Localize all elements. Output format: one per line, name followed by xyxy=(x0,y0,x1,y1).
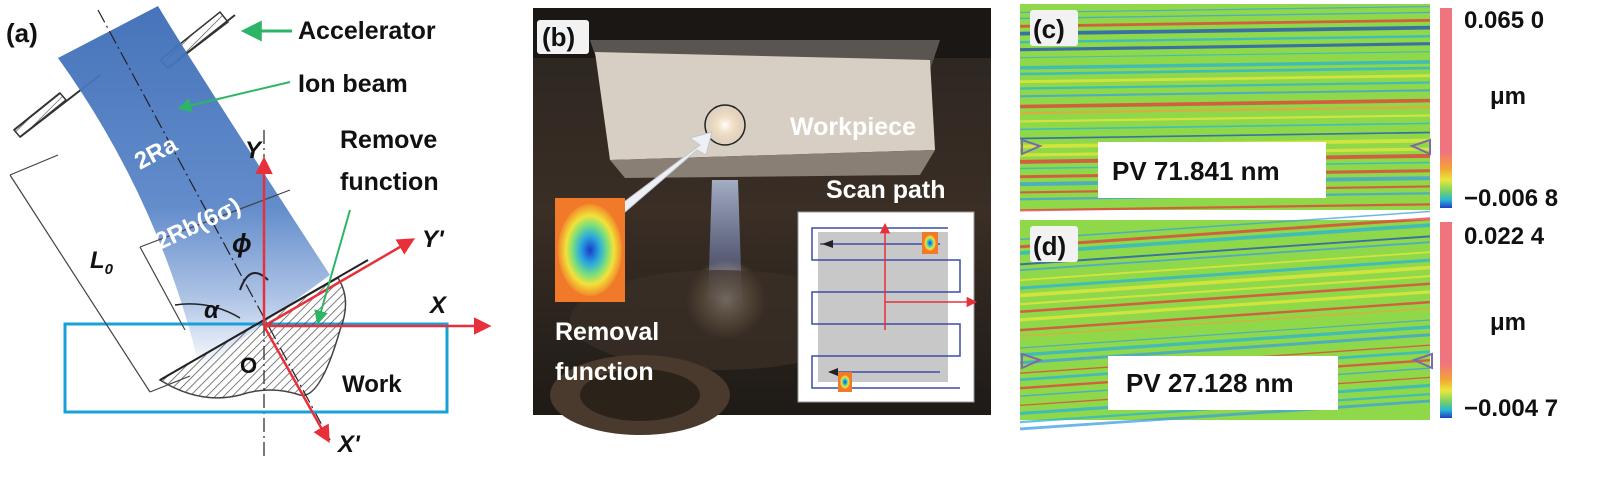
panel-d-pv: PV 27.128 nm xyxy=(1126,368,1294,398)
surface-stripe xyxy=(1019,319,1431,349)
surface-stripe xyxy=(1019,251,1431,282)
panel-c: (c) PV 71.841 nm 0.065 0 μm −0.006 8 xyxy=(1019,4,1558,212)
surface-stripe xyxy=(1019,66,1431,76)
panel-d-scale-max: 0.022 4 xyxy=(1464,223,1545,250)
workpiece-plate xyxy=(595,52,935,160)
x-prime-arrow xyxy=(262,325,330,444)
x-axis-label: X xyxy=(428,292,448,319)
surface-stripe xyxy=(1019,114,1431,123)
surface-stripe xyxy=(1019,34,1431,44)
panel-d-scale-min: −0.004 7 xyxy=(1464,395,1558,422)
surface-stripe xyxy=(1019,18,1431,28)
surface-stripe xyxy=(1019,42,1431,52)
scan-path-inset xyxy=(797,211,978,403)
surface-stripe xyxy=(1019,105,1431,115)
ion-beam-label: Ion beam xyxy=(298,70,408,98)
panel-a: (a) xyxy=(6,6,492,460)
panel-c-unit: μm xyxy=(1490,83,1526,110)
scan-path-label: Scan path xyxy=(826,176,945,204)
y-axis-label: Y xyxy=(245,137,263,164)
panel-a-tag: (a) xyxy=(6,18,38,48)
pointer-arrow xyxy=(619,131,713,213)
panel-b: Removal function (b) (b) Workpiece Scan … xyxy=(533,8,991,435)
surface-stripe xyxy=(1019,74,1431,84)
remove-function-region xyxy=(158,276,347,399)
surface-stripe xyxy=(1019,98,1431,109)
beam-axis-line xyxy=(97,9,331,441)
surface-stripe xyxy=(1019,210,1431,241)
surface-stripe xyxy=(1019,51,1431,59)
surface-stripe xyxy=(1019,203,1431,212)
panel-c-pv: PV 71.841 nm xyxy=(1112,156,1280,186)
surface-stripe xyxy=(1019,300,1431,332)
surface-stripe xyxy=(1019,282,1431,314)
panel-c-scale-max: 0.065 0 xyxy=(1464,7,1544,34)
surface-stripe xyxy=(1019,275,1431,306)
surface-stripe xyxy=(1019,333,1431,365)
surface-stripe xyxy=(1019,11,1431,20)
remove-function-label-1: Remove xyxy=(340,126,437,154)
l0-label: L0 xyxy=(90,247,114,278)
surface-stripe xyxy=(1019,131,1431,140)
surface-stripe xyxy=(1019,290,1431,322)
accelerator-label: Accelerator xyxy=(298,17,436,45)
work-label: Work xyxy=(342,371,402,398)
panel-b-tag-text: (b) xyxy=(542,22,575,52)
x-prime-label: X' xyxy=(336,431,361,458)
panel-c-tag: (c) xyxy=(1033,14,1065,44)
surface-stripe xyxy=(1019,265,1431,298)
surface-stripe xyxy=(1019,325,1431,357)
remove-function-pointer xyxy=(314,209,351,325)
origin-label: O xyxy=(240,353,257,378)
surface-stripe xyxy=(1019,307,1431,337)
surface-stripe xyxy=(1019,25,1431,36)
panel-c-scale-min: −0.006 8 xyxy=(1464,185,1558,212)
surface-stripe xyxy=(1019,241,1431,272)
beam-spot xyxy=(703,103,747,147)
panel-d-colorbar xyxy=(1440,222,1452,418)
phi-label: ϕ xyxy=(232,228,252,258)
l0-dim-line xyxy=(9,174,151,393)
surface-stripe xyxy=(1019,235,1431,266)
surface-stripe xyxy=(1019,5,1431,14)
panel-c-colorbar xyxy=(1440,8,1452,208)
surface-stripe xyxy=(1019,89,1431,98)
panel-d-tag: (d) xyxy=(1033,231,1066,261)
removal-label-2: function xyxy=(555,358,654,386)
surface-stripe xyxy=(1019,81,1431,90)
surface-stripe xyxy=(1019,258,1431,290)
surface-stripe xyxy=(1019,399,1431,431)
workpiece-label: Workpiece xyxy=(790,113,916,141)
surface-stripe xyxy=(1019,122,1431,131)
remove-function-label-2: function xyxy=(340,168,439,196)
removal-label-1: Removal xyxy=(555,318,659,346)
surface-stripe xyxy=(1019,217,1431,249)
surface-stripe xyxy=(1019,223,1431,255)
y-prime-label: Y' xyxy=(422,226,445,253)
panel-d-unit: μm xyxy=(1490,309,1526,336)
alpha-arc xyxy=(174,303,241,319)
ion-beam-pointer xyxy=(177,81,291,113)
y-prime-arrow xyxy=(263,238,416,328)
alpha-label: α xyxy=(204,297,220,324)
panel-d: (d) PV 27.128 nm 0.022 4 μm −0.004 7 xyxy=(1019,210,1558,431)
surface-stripe xyxy=(1019,60,1431,70)
